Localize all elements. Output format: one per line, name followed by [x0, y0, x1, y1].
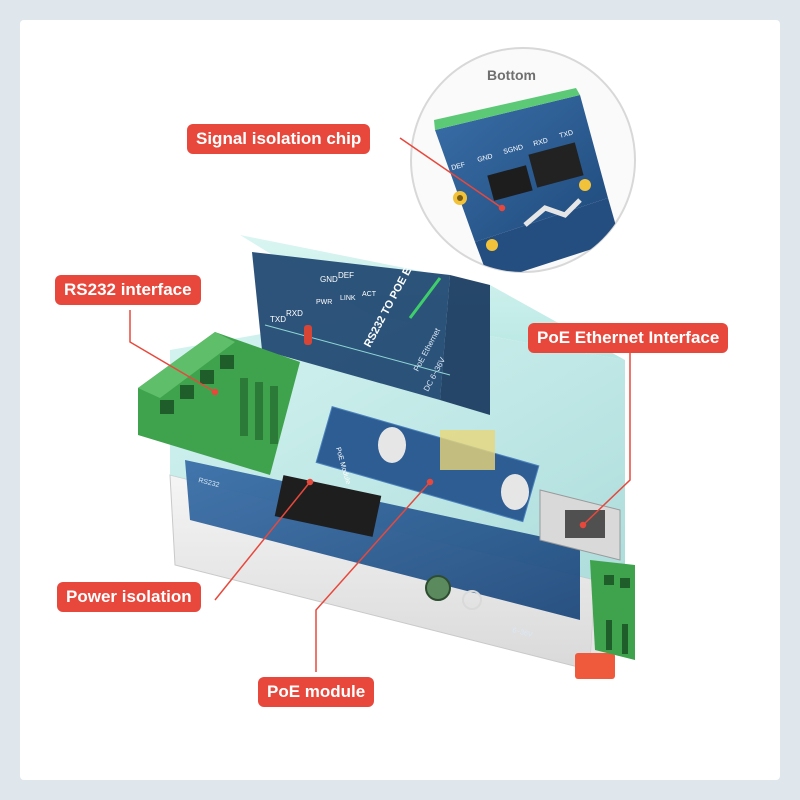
callout-line-power — [214, 481, 311, 601]
top-pin-gnd: GND — [320, 275, 338, 284]
pcb-pin-gnd: GND — [477, 153, 494, 164]
top-pin-def: DEF — [338, 271, 354, 280]
release-clip — [575, 653, 615, 679]
led-pwr: PWR — [316, 299, 332, 306]
product-photo: DEF GND SGND RXD TXD RS232 TO POE ETH (B… — [129, 47, 636, 679]
callout-line-poe-eth — [582, 338, 631, 526]
rs232-terminal-block — [138, 332, 300, 475]
image-frame: DEF GND SGND RXD TXD RS232 TO POE ETH (B… — [20, 20, 780, 780]
callout-line-poe-module — [315, 481, 431, 672]
capacitor — [425, 575, 451, 601]
power-terminal-block — [590, 560, 635, 660]
label-signal-isolation-chip: Signal isolation chip — [187, 124, 371, 154]
top-pin-rxd: RXD — [286, 309, 303, 318]
pcb-pin-sgnd: SGND — [503, 144, 524, 156]
label-power-isolation: Power isolation — [57, 582, 201, 612]
led-link: LINK — [340, 295, 356, 302]
label-poe-module: PoE module — [258, 677, 375, 707]
poe-module-board — [315, 406, 540, 523]
callout-line-signal — [399, 137, 503, 209]
callout-line-rs232 — [129, 310, 216, 393]
label-poe-ethernet-interface: PoE Ethernet Interface — [528, 323, 729, 353]
device-module: RS232 TO POE ETH (B) PoE Ethernet DC 6~3… — [138, 235, 635, 679]
rs232-silk: RS232 — [198, 477, 221, 489]
pcb-pin-txd: TXD — [559, 130, 574, 140]
label-rs232-interface: RS232 interface — [55, 275, 201, 305]
power-silk: 6~36V — [512, 627, 534, 639]
bottom-view-inset: DEF GND SGND RXD TXD — [410, 47, 636, 273]
pcb-pin-def: DEF — [451, 162, 466, 172]
pcb-pin-rxd: RXD — [533, 137, 549, 148]
inset-caption: Bottom — [487, 67, 536, 83]
isolation-block — [274, 475, 382, 537]
led-act: ACT — [362, 291, 377, 298]
callout-lines — [129, 137, 631, 672]
top-pin-txd: TXD — [270, 315, 286, 324]
